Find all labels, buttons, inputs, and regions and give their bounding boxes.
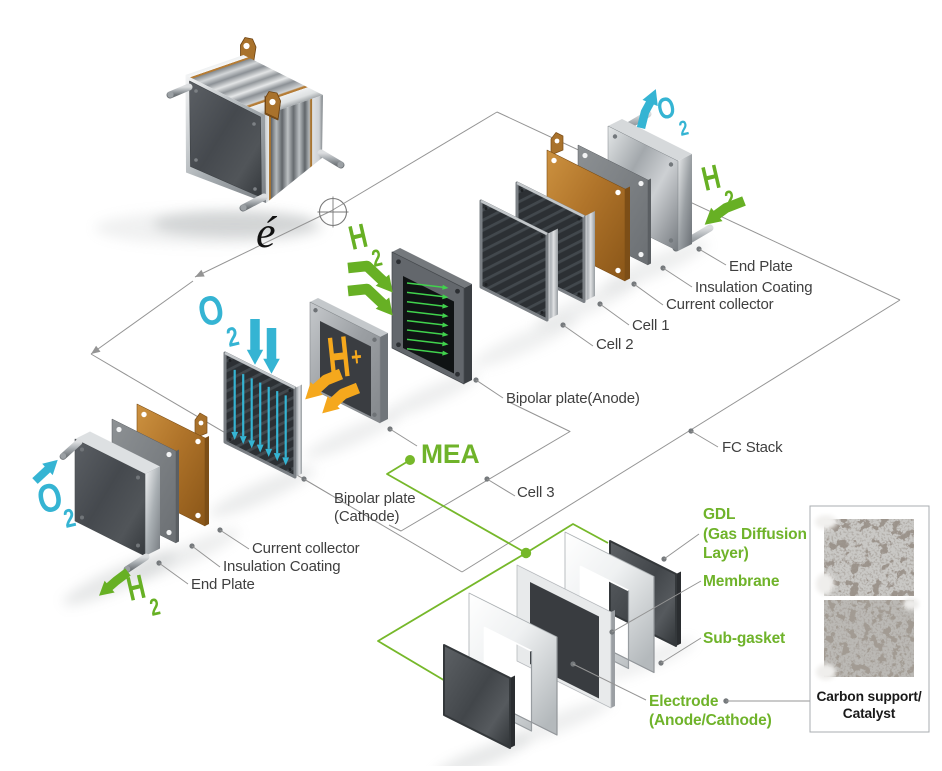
- svg-text:Layer): Layer): [703, 545, 749, 562]
- svg-text:(Cathode): (Cathode): [334, 508, 400, 525]
- svg-text:(Anode/Cathode): (Anode/Cathode): [649, 712, 772, 729]
- svg-text:MEA: MEA: [421, 439, 479, 469]
- svg-text:Current collector: Current collector: [666, 296, 774, 313]
- svg-text:Catalyst: Catalyst: [843, 706, 896, 721]
- svg-text:End Plate: End Plate: [191, 576, 255, 593]
- svg-text:Cell 2: Cell 2: [596, 336, 633, 353]
- svg-text:Membrane: Membrane: [703, 573, 780, 590]
- svg-text:Cell 3: Cell 3: [517, 484, 554, 501]
- svg-text:Sub-gasket: Sub-gasket: [703, 630, 785, 647]
- svg-text:FC Stack: FC Stack: [722, 439, 783, 456]
- svg-text:GDL: GDL: [703, 506, 735, 523]
- svg-text:+: +: [350, 342, 364, 372]
- svg-text:(Gas Diffusion: (Gas Diffusion: [703, 526, 807, 543]
- svg-text:Bipolar plate(Anode): Bipolar plate(Anode): [506, 390, 640, 407]
- svg-text:Current collector: Current collector: [252, 540, 360, 557]
- svg-text:Insulation Coating: Insulation Coating: [223, 558, 340, 575]
- svg-text:Insulation Coating: Insulation Coating: [695, 279, 812, 296]
- svg-text:Cell 1: Cell 1: [632, 317, 669, 334]
- svg-text:End Plate: End Plate: [729, 258, 793, 275]
- svg-text:é: é: [256, 208, 278, 257]
- svg-text:Carbon support/: Carbon support/: [816, 689, 921, 704]
- svg-text:Electrode: Electrode: [649, 693, 719, 710]
- svg-text:Bipolar plate: Bipolar plate: [334, 490, 415, 507]
